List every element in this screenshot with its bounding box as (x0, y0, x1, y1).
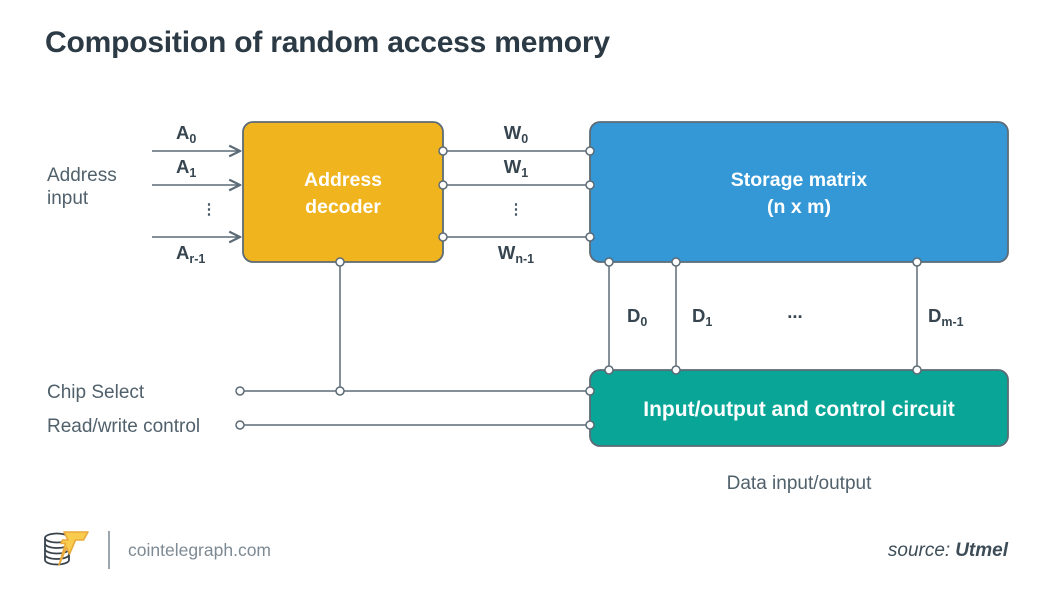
node (585, 420, 595, 430)
node (585, 180, 595, 190)
cointelegraph-logo-icon (44, 531, 89, 566)
signal-label-a1: A1 (176, 156, 196, 180)
node (585, 232, 595, 242)
node (438, 146, 448, 156)
io-control-block (589, 369, 1009, 447)
signal-label-d1: D1 (692, 305, 712, 329)
address-input-arrows (152, 151, 240, 237)
address-input-label-line2: input (47, 188, 89, 209)
coin-rim (44, 554, 70, 560)
node (604, 365, 614, 375)
node (671, 365, 681, 375)
signal-label-w1: W1 (504, 156, 528, 180)
io-control-label: Input/output and control circuit (643, 398, 954, 421)
address-input-label-line1: Address (47, 165, 117, 186)
storage-matrix-block (589, 121, 1009, 263)
word-lines (443, 150, 590, 238)
node (335, 386, 345, 396)
address-decoder-label-line2: decoder (305, 196, 381, 218)
source-prefix: source: (887, 540, 951, 561)
source-attribution: source:Utmel (888, 540, 1008, 562)
node (912, 257, 922, 267)
storage-matrix-label-line2: (n x m) (767, 196, 831, 218)
address-ellipsis: ⋮ (202, 201, 217, 218)
node (585, 146, 595, 156)
address-decoder-block (242, 121, 444, 263)
node (604, 257, 614, 267)
data-ellipsis: ... (787, 301, 802, 322)
signal-label-ar1: Ar-1 (176, 242, 205, 266)
chip-select-label: Chip Select (47, 382, 145, 403)
lightning-bolt-icon (58, 531, 89, 566)
page-title: Composition of random access memory (45, 26, 610, 59)
node (671, 257, 681, 267)
source-name: Utmel (955, 540, 1008, 561)
storage-matrix-label-line1: Storage matrix (731, 169, 868, 191)
signal-label-d0: D0 (627, 305, 647, 329)
node (585, 386, 595, 396)
signal-label-w0: W0 (504, 122, 528, 146)
node (438, 232, 448, 242)
node (235, 420, 245, 430)
word-ellipsis: ⋮ (509, 201, 524, 218)
signal-label-a0: A0 (176, 122, 196, 146)
data-lines (608, 262, 918, 370)
control-wires (240, 262, 590, 426)
data-io-label: Data input/output (727, 473, 872, 494)
connection-nodes (235, 146, 922, 430)
node (912, 365, 922, 375)
node (235, 386, 245, 396)
node (438, 180, 448, 190)
signal-label-wn1: Wn-1 (498, 242, 534, 266)
footer-brand: cointelegraph.com (40, 527, 271, 573)
footer-divider (108, 531, 110, 569)
address-decoder-label-line1: Address (304, 169, 382, 191)
read-write-label: Read/write control (47, 416, 200, 437)
footer-site-text: cointelegraph.com (128, 539, 271, 560)
signal-label-dm1: Dm-1 (928, 305, 964, 329)
node (335, 257, 345, 267)
